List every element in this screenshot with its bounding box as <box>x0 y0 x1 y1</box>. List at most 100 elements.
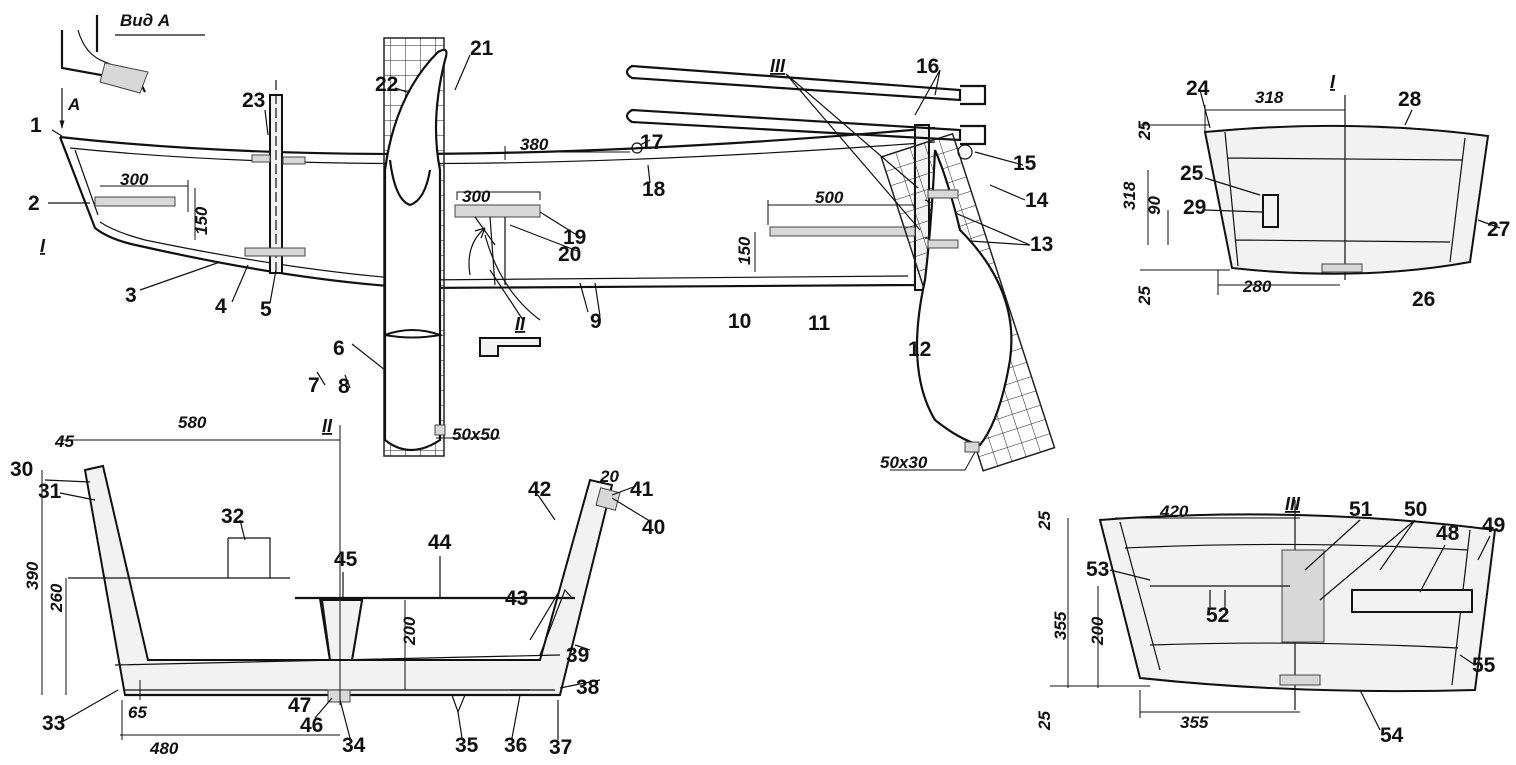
callout-24: 24 <box>1186 77 1210 100</box>
dim-355-width: 355 <box>1180 713 1209 732</box>
dim-150-stern: 150 <box>735 236 754 265</box>
callout-40: 40 <box>642 516 665 539</box>
callout-52: 52 <box>1206 604 1229 627</box>
section-2: II 30 31 32 33 34 35 36 37 38 39 40 41 4… <box>10 413 665 759</box>
callout-4: 4 <box>215 295 227 318</box>
callout-12: 12 <box>908 338 931 361</box>
dim-380: 380 <box>520 135 549 154</box>
callout-23: 23 <box>242 89 265 112</box>
callout-25: 25 <box>1180 162 1204 185</box>
callout-1: 1 <box>30 114 42 137</box>
part-7-8 <box>479 337 541 357</box>
callout-29: 29 <box>1183 196 1206 219</box>
callout-8: 8 <box>338 375 350 398</box>
callout-21: 21 <box>470 37 494 60</box>
callout-43: 43 <box>505 587 528 610</box>
dim-25-bottom: 25 <box>1035 711 1054 731</box>
section-3-title: III <box>1285 494 1301 514</box>
callout-22: 22 <box>375 73 398 96</box>
section-2-title: II <box>322 416 333 436</box>
callout-16: 16 <box>916 55 939 78</box>
dim-25-top: 25 <box>1135 121 1154 141</box>
callout-36: 36 <box>504 734 527 757</box>
view-arrow-label: А <box>67 95 80 114</box>
dim-45: 45 <box>54 432 74 451</box>
dim-318-height: 318 <box>1120 181 1139 210</box>
section-1: I 24 25 26 27 28 29 318 318 90 25 25 280 <box>1120 72 1510 311</box>
callout-31: 31 <box>38 480 62 503</box>
callout-6: 6 <box>333 337 345 360</box>
dim-280: 280 <box>1242 277 1272 296</box>
hull-side-view <box>48 54 1031 389</box>
callout-20: 20 <box>558 243 581 266</box>
callout-55: 55 <box>1472 654 1496 677</box>
callout-26: 26 <box>1412 288 1435 311</box>
callout-46: 46 <box>300 714 323 737</box>
oars <box>625 64 987 146</box>
dim-25-top: 25 <box>1035 511 1054 531</box>
callout-35: 35 <box>455 734 479 757</box>
callout-30: 30 <box>10 458 33 481</box>
dim-390: 390 <box>23 561 42 590</box>
dim-318-width: 318 <box>1255 88 1284 107</box>
callout-3: 3 <box>125 284 137 307</box>
callout-13: 13 <box>1030 233 1053 256</box>
callout-11: 11 <box>808 312 831 335</box>
rudder <box>915 149 1013 447</box>
dim-25-bottom: 25 <box>1135 286 1154 306</box>
callout-48: 48 <box>1436 522 1460 545</box>
view-title: Вид А <box>120 11 170 30</box>
callout-53: 53 <box>1086 558 1109 581</box>
thwart <box>454 204 541 218</box>
callout-27: 27 <box>1487 218 1510 241</box>
dim-355-height: 355 <box>1051 611 1070 640</box>
callout-33: 33 <box>42 712 65 735</box>
callout-37: 37 <box>549 736 572 759</box>
callout-41: 41 <box>630 478 654 501</box>
dim-300-thwart: 300 <box>462 187 491 206</box>
dim-150-bow: 150 <box>192 206 211 235</box>
callout-51: 51 <box>1349 498 1373 521</box>
callout-39: 39 <box>566 644 589 667</box>
dim-500: 500 <box>815 188 844 207</box>
dim-260: 260 <box>47 583 66 613</box>
callout-10: 10 <box>728 310 751 333</box>
section-mark-II: II <box>515 314 526 334</box>
dim-420: 420 <box>1159 502 1189 521</box>
dim-90: 90 <box>1145 196 1164 215</box>
view-a-detail: Вид А А <box>59 11 205 129</box>
dim-580: 580 <box>178 413 207 432</box>
section-mark-I: I <box>40 236 46 256</box>
callout-28: 28 <box>1398 88 1422 111</box>
callout-49: 49 <box>1482 514 1505 537</box>
callout-50: 50 <box>1404 498 1427 521</box>
callout-14: 14 <box>1025 189 1049 212</box>
dim-65: 65 <box>128 703 147 722</box>
callout-45: 45 <box>334 548 358 571</box>
section-1-title: I <box>1330 72 1336 92</box>
callout-34: 34 <box>342 734 366 757</box>
side-view-labels: 1 2 3 4 5 6 7 8 9 10 11 12 13 14 15 16 1… <box>28 37 1053 472</box>
callout-42: 42 <box>528 478 551 501</box>
dim-200: 200 <box>1088 616 1107 646</box>
callout-54: 54 <box>1380 724 1404 747</box>
callout-47: 47 <box>288 694 311 717</box>
dim-20: 20 <box>599 467 619 486</box>
callout-15: 15 <box>1013 152 1037 175</box>
callout-17: 17 <box>640 131 663 154</box>
dim-200: 200 <box>400 616 419 646</box>
dim-50x30: 50x30 <box>880 453 928 472</box>
section-3: III 48 49 50 51 52 53 54 55 420 25 355 2… <box>1035 494 1505 747</box>
centerboard <box>383 48 448 452</box>
dim-50x50: 50x50 <box>452 425 500 444</box>
callout-7: 7 <box>308 374 320 397</box>
callout-2: 2 <box>28 192 40 215</box>
callout-32: 32 <box>221 505 244 528</box>
callout-5: 5 <box>260 298 272 321</box>
callout-18: 18 <box>642 178 666 201</box>
callout-44: 44 <box>428 531 452 554</box>
dim-480: 480 <box>149 739 179 758</box>
callout-38: 38 <box>576 676 600 699</box>
rudder-grid <box>880 132 1056 472</box>
